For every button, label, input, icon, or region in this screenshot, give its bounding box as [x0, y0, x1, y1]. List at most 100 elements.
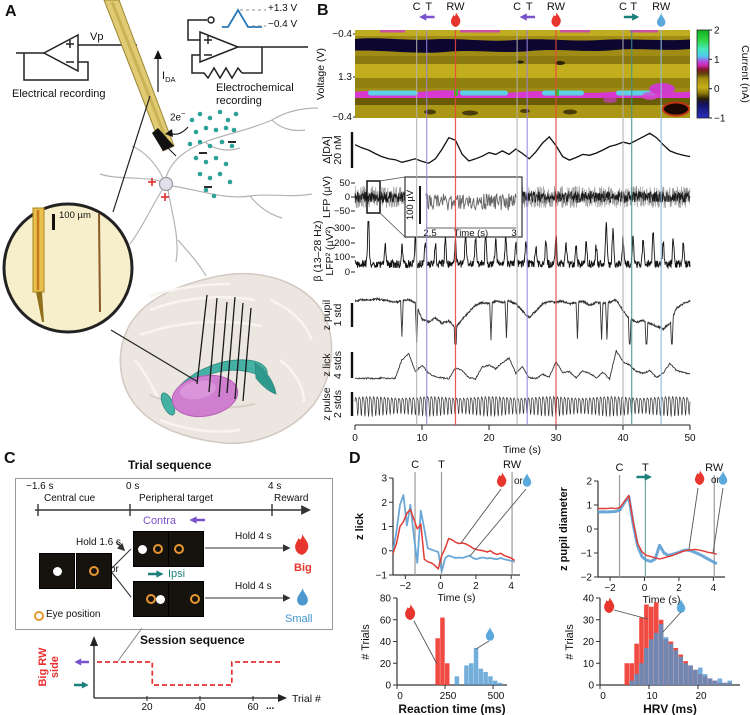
voltage-ramp-waveform: [222, 8, 266, 28]
b-x-tick: 20: [483, 433, 495, 444]
vp-label: Vp: [90, 31, 104, 43]
ipsi-target-square: [133, 581, 169, 617]
eye-ring: [190, 594, 200, 604]
flame-icon: [551, 12, 561, 28]
small-bar: [634, 674, 639, 685]
y-axis-label: z pupil diameter: [558, 486, 570, 570]
pupil-trace: [354, 297, 691, 345]
pulse-trace: [354, 395, 691, 418]
b-x-tick: 30: [550, 433, 562, 444]
x-tick: 0: [600, 691, 606, 702]
voltage-tick: 1.3: [338, 72, 352, 83]
small-bar: [688, 665, 693, 685]
small-bar: [488, 676, 493, 685]
lfp-tick: −50: [334, 206, 350, 217]
connector: [460, 488, 502, 544]
da-label2: 20 nM: [332, 135, 344, 164]
contra-label: Contra: [143, 515, 177, 527]
small-trace: [597, 495, 718, 566]
small-bar: [493, 680, 498, 685]
ipsi-arrow-icon: [636, 473, 652, 481]
x-tick: 250: [440, 691, 457, 702]
b-x-tick: 40: [617, 433, 629, 444]
y-tick: −2: [581, 573, 593, 584]
big-trace: [597, 494, 717, 560]
eye-ring: [153, 544, 163, 554]
pupil-label2: 1 std: [332, 303, 344, 326]
big-label: Big: [294, 562, 312, 574]
c-event-label: C: [513, 1, 521, 13]
flame-icon: [604, 597, 615, 614]
rw-event-label: RW: [446, 1, 465, 13]
session-more-ticks: ...: [266, 701, 275, 712]
big-bar: [639, 617, 644, 685]
y-tick: −1: [581, 549, 593, 560]
y-tick: 2: [381, 498, 387, 509]
time-neg16: −1.6 s: [26, 481, 54, 492]
big-bar: [445, 663, 450, 685]
connector: [712, 487, 724, 554]
putamen-structure: [171, 374, 239, 418]
y-axis-label: z lick: [354, 512, 366, 540]
event-label: T: [642, 462, 649, 474]
panel-a-graphic: [2, 0, 333, 444]
colorbar-tick: −1: [714, 114, 726, 125]
opamp-electrical: [16, 33, 137, 81]
small-bar: [649, 639, 654, 685]
connector: [413, 620, 438, 665]
t-event-label: T: [425, 1, 432, 13]
event-label: RW: [503, 459, 522, 471]
voltage-tick: −0.4: [332, 112, 352, 123]
trial-axis-label: Trial #: [292, 693, 321, 705]
carbon-fiber-electrode: [103, 0, 177, 157]
colorbar: [696, 29, 710, 119]
brain-render: [119, 272, 333, 444]
y-tick: 3: [381, 474, 387, 485]
beta-label: β (13–28 Hz): [312, 221, 324, 282]
flame-icon: [450, 12, 461, 28]
central-cue-label: Central cue: [44, 493, 96, 504]
lfp-inset-marker: [366, 180, 381, 214]
electron-transfer-arrow: [165, 126, 189, 137]
small-bar: [698, 667, 703, 685]
eye-ring: [89, 566, 99, 576]
ramp-high-label: +1.3 V: [268, 3, 298, 14]
colorbar-tick: 0: [714, 84, 720, 95]
ida-label: IDA: [162, 70, 175, 85]
event-label: T: [438, 459, 445, 471]
small-bar: [483, 671, 488, 685]
inset-scale-label: 100 µV: [405, 189, 416, 220]
connector: [475, 640, 490, 650]
ipsi-label: Ipsi: [168, 568, 186, 580]
session-x-tick: 20: [141, 702, 153, 713]
ida-arrow: [154, 50, 162, 92]
connector: [613, 609, 649, 620]
small-bar: [722, 682, 728, 685]
b-x-tick: 0: [352, 433, 358, 444]
box-connector-line: [117, 627, 143, 662]
small-bar: [473, 648, 479, 685]
small-reward-drop-icon: [297, 588, 308, 606]
ramp-low-label: −0.4 V: [268, 19, 298, 30]
ipsi-hold-square: [168, 581, 204, 617]
charge-signs: [148, 141, 236, 201]
x-tick: 0: [642, 583, 648, 594]
inset-tick: 2.5: [423, 228, 436, 239]
small-trace: [392, 494, 515, 573]
b-x-tick: 50: [684, 433, 696, 444]
y-tick: 0: [586, 525, 592, 536]
inset-tick: 3: [511, 228, 516, 239]
y-tick: 20: [583, 637, 595, 648]
session-x-tick: 60: [247, 702, 259, 713]
y-tick: 30: [583, 615, 595, 626]
branch-lines: [109, 541, 291, 602]
lick-label: z lick: [321, 353, 333, 377]
microscope-inset: [2, 202, 134, 334]
or-label: or: [514, 476, 524, 487]
